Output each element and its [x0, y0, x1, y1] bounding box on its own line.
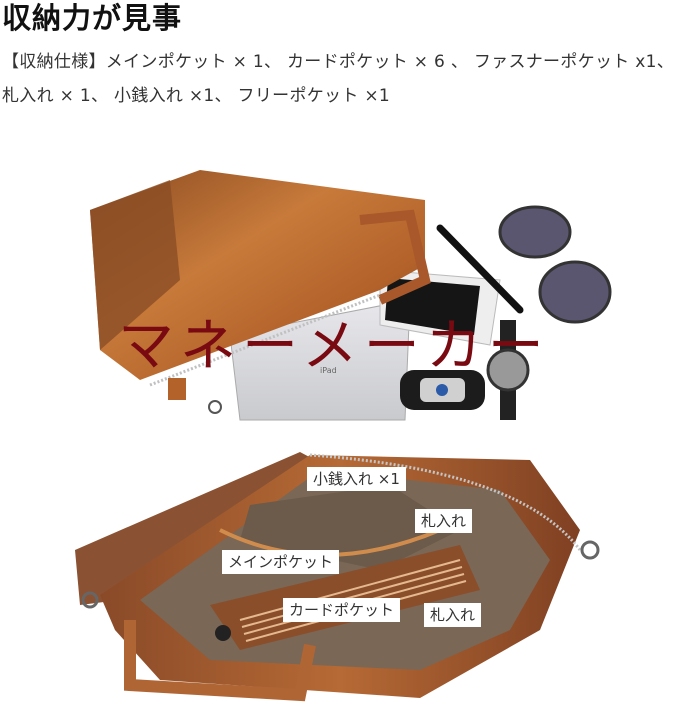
- page-title: 収納力が見事: [2, 1, 183, 35]
- ipad-logo-text: iPad: [320, 366, 337, 375]
- callout-card-pocket: カードポケット: [283, 598, 401, 622]
- storage-spec-line-1: 【収納仕様】メインポケット × 1、 カードポケット × 6 、 ファスナーポケ…: [2, 52, 675, 72]
- callout-main-pocket: メインポケット: [222, 550, 340, 574]
- callout-bill-slot-lower: 札入れ: [424, 603, 482, 627]
- watermark-text: マネーメーカー: [118, 314, 550, 379]
- callout-bill-slot-upper: 札入れ: [415, 509, 473, 533]
- product-photo-top: iPad: [90, 170, 612, 421]
- callout-coin-purse: 小銭入れ ×1: [307, 467, 406, 491]
- storage-spec-line-2: 札入れ × 1、 小銭入れ ×1、 フリーポケット ×1: [2, 86, 391, 106]
